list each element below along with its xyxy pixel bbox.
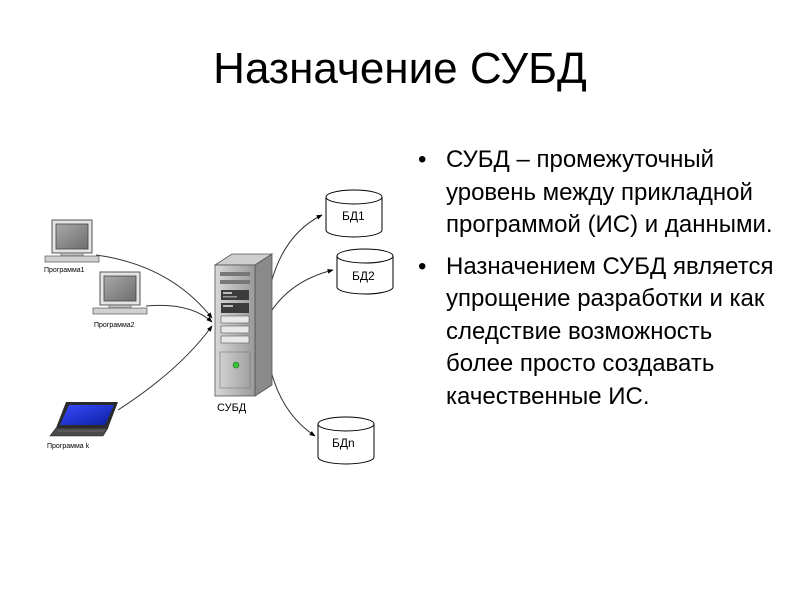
connector-client2-server — [145, 304, 213, 323]
desktop-computer-icon — [92, 271, 148, 315]
database-2: БД2 — [336, 248, 394, 295]
database-cylinder-icon — [325, 189, 383, 238]
database-1: БД1 — [325, 189, 383, 238]
server-tower-icon — [213, 253, 274, 397]
connector-server-dbn — [262, 327, 316, 437]
connector-clientk-server — [117, 325, 213, 411]
client-label: Программа2 — [94, 322, 135, 329]
connector-server-db1 — [263, 214, 323, 319]
desktop-computer-icon — [44, 219, 100, 263]
server-label: СУБД — [217, 402, 247, 414]
database-label: БД1 — [342, 209, 365, 223]
bullet-item: СУБД – промежуточный уровень между прикл… — [414, 144, 784, 242]
client-label: Программа k — [47, 443, 90, 450]
client-program-2: Программа2 — [92, 271, 148, 329]
bullet-item: Назначением СУБД является упрощение разр… — [414, 251, 784, 414]
dbms-server: СУБД — [213, 253, 274, 414]
database-n: БДn — [317, 416, 375, 465]
client-label: Программа1 — [44, 267, 85, 274]
dbms-diagram: Программа1 Программа2 Программа k — [44, 189, 394, 465]
bullet-list: СУБД – промежуточный уровень между прикл… — [414, 144, 784, 422]
database-cylinder-icon — [336, 248, 394, 295]
client-program-1: Программа1 — [44, 219, 100, 274]
connector-server-db2 — [264, 268, 334, 323]
database-label: БДn — [332, 436, 355, 450]
database-label: БД2 — [352, 269, 375, 283]
connector-client1-server — [95, 254, 213, 319]
client-program-k: Программа k — [47, 402, 118, 450]
database-cylinder-icon — [317, 416, 375, 465]
slide-title: Назначение СУБД — [213, 44, 587, 93]
laptop-icon — [49, 402, 118, 437]
